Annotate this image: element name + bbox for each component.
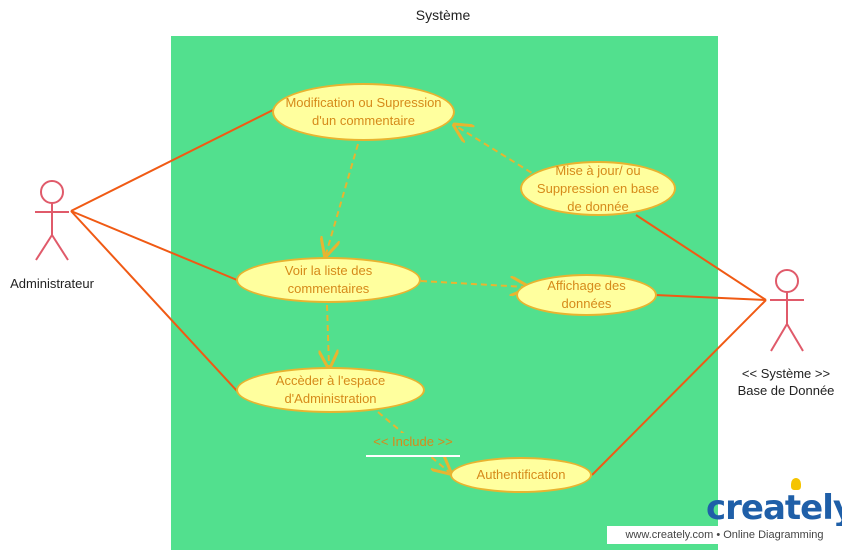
creately-logo: creately bbox=[706, 478, 842, 526]
dependency-voir-affichage bbox=[420, 281, 526, 287]
actor-label-system-db-line2: Base de Donnée bbox=[737, 383, 835, 398]
dependency-modif-voir bbox=[326, 143, 359, 254]
usecase-mise-a-jour-suppression[interactable]: Mise à jour/ ou Suppression en base de d… bbox=[520, 161, 676, 216]
association-admin-voir bbox=[70, 210, 238, 281]
association-db-maj bbox=[635, 214, 767, 301]
system-title: Système bbox=[415, 7, 471, 23]
usecase-affichage-donnees[interactable]: Affichage des données bbox=[516, 274, 657, 316]
usecase-acceder-administration[interactable]: Accèder à l'espace d'Administration bbox=[236, 367, 425, 413]
lightbulb-icon bbox=[791, 478, 801, 490]
dependency-maj-modif bbox=[456, 126, 541, 179]
association-admin-modif bbox=[70, 109, 274, 212]
actor-base-de-donnee-figure bbox=[770, 269, 804, 352]
usecase-authentification[interactable]: Authentification bbox=[450, 457, 592, 493]
usecase-voir-liste-commentaires[interactable]: Voir la liste des commentaires bbox=[236, 257, 421, 303]
association-admin-acceder bbox=[70, 210, 238, 392]
dependency-acceder-auth bbox=[377, 411, 449, 472]
association-db-affichage bbox=[654, 294, 767, 301]
association-db-auth bbox=[591, 299, 767, 476]
footer-credit[interactable]: www.creately.com • Online Diagramming bbox=[607, 526, 842, 544]
include-label: << Include >> bbox=[366, 433, 460, 457]
actor-administrateur-figure bbox=[35, 180, 69, 261]
actor-label-administrateur: Administrateur bbox=[10, 276, 94, 291]
actor-label-system-db-line1: << Système >> bbox=[741, 366, 831, 381]
dependency-voir-acceder bbox=[327, 304, 329, 366]
logo-text: creately bbox=[706, 488, 842, 528]
usecase-modification-suppression[interactable]: Modification ou Supression d'un commenta… bbox=[272, 83, 455, 141]
